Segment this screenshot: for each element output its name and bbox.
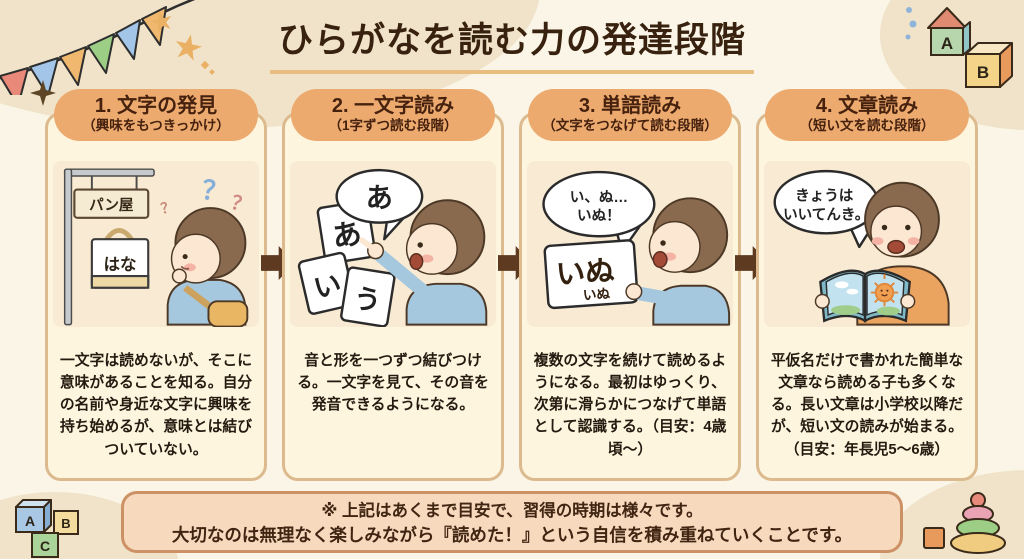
stage-2-illustration: あ い う — [290, 161, 496, 327]
bakery-sign — [73, 188, 150, 219]
card-letter: う — [352, 282, 384, 317]
speech-bubble-text: いいてんき。 — [783, 207, 869, 224]
stage-2-heading: 2. 一文字読み — [331, 95, 455, 117]
stage-card-3: 3. 単語読み （文字をつなげて読む段階） い、ぬ… いぬ！ いぬ いぬ — [519, 89, 741, 481]
footer-line-1: ※ 上記はあくまで目安で、習得の時期は様々です。 — [321, 502, 703, 520]
stage-card-4: 4. 文章読み （短い文を読む段階） きょうは いいてんき。 — [756, 89, 978, 481]
word-card — [543, 239, 639, 310]
stage-2-description: 音と形を一つずつ結びつける。一文字を見て、その音を発音できるようになる。 — [297, 352, 489, 414]
speech-bubble-text: い、ぬ… — [570, 189, 628, 206]
star-icon — [151, 11, 215, 75]
stage-3-description: 複数の文字を続けて読めるようになる。最初はゆっくり、次第に滑らかにつなげて単語と… — [533, 352, 727, 458]
question-mark-icon: ？ — [228, 192, 253, 219]
word-card-sub-text: いぬ — [582, 286, 611, 303]
stage-4-subheading: （短い文を読む段階） — [799, 118, 935, 133]
speech-bubble-text: あ — [366, 182, 393, 213]
question-mark-icon: ？ — [200, 175, 230, 208]
block-letter: B — [977, 63, 989, 82]
card-letter: あ — [330, 218, 364, 254]
card-letter: い — [311, 268, 344, 304]
hiragana-card — [340, 266, 396, 327]
page-title: ひらがなを読む力の発達段階 — [269, 12, 754, 74]
question-mark-icon: ？ — [159, 198, 177, 218]
stage-2-subheading: （1字ずつ読む段階） — [328, 118, 458, 133]
footer-note: ※ 上記はあくまで目安で、習得の時期は様々です。 大切なのは無理なく楽しみながら… — [121, 491, 903, 553]
satchel — [207, 300, 249, 327]
stage-4-description: 平仮名だけで書かれた簡単な文章なら読める子も多くなる。長い文章は小学校以降だが、… — [770, 352, 964, 458]
word-card-main-text: いぬ — [555, 255, 615, 291]
speech-bubble-text: きょうは — [795, 187, 854, 204]
speech-bubble — [335, 168, 424, 224]
stage-1-illustration: パン屋 はな ？ ？ ？ — [53, 161, 259, 327]
stage-4-header: 4. 文章読み （短い文を読む段階） — [765, 89, 969, 142]
stage-4-heading: 4. 文章読み — [815, 95, 919, 117]
toy-blocks-top-right-icon: A B — [905, 7, 1013, 88]
block-letter: A — [25, 513, 35, 529]
stage-1-description: 一文字は読めないが、そこに意味があることを知る。自分の名前や身近な文字に興味を持… — [59, 352, 253, 458]
block-letter: A — [941, 34, 953, 53]
block-letter: C — [40, 538, 50, 554]
stage-3-header: 3. 単語読み （文字をつなげて読む段階） — [528, 89, 732, 142]
stage-1-heading: 1. 文字の発見 — [94, 95, 218, 117]
bag-text: はな — [104, 255, 137, 274]
speech-bubble-text: いぬ！ — [577, 208, 621, 225]
sparkle-icon — [30, 80, 56, 106]
stage-3-subheading: （文字をつなげて読む段階） — [542, 118, 718, 133]
stage-4-illustration: きょうは いいてんき。 — [764, 161, 970, 327]
speech-bubble — [542, 170, 656, 238]
toy-blocks-bottom-left-icon: A B C — [15, 499, 79, 558]
child-face — [870, 205, 923, 258]
bunting-flags-icon — [0, 0, 196, 95]
stage-1-header: 1. 文字の発見 （興味をもつきっかけ） — [54, 89, 258, 142]
stage-3-heading: 3. 単語読み — [578, 95, 682, 117]
sun-icon — [870, 274, 899, 307]
block-letter: B — [61, 516, 70, 531]
footer-line-2: 大切なのは無理なく楽しみながら『読めた！』という自信を積み重ねていくことです。 — [171, 525, 853, 546]
stage-card-2: 2. 一文字読み （1字ずつ読む段階） あ い う — [282, 89, 504, 481]
stage-3-illustration: い、ぬ… いぬ！ いぬ いぬ — [527, 161, 733, 327]
stacking-rings-icon — [923, 492, 1006, 554]
bakery-sign-text: パン屋 — [89, 197, 134, 214]
stage-2-header: 2. 一文字読み （1字ずつ読む段階） — [291, 89, 495, 142]
stage-1-subheading: （興味をもつきっかけ） — [82, 118, 230, 133]
stage-card-1: 1. 文字の発見 （興味をもつきっかけ） パン屋 はな ？ ？ ？ — [45, 89, 267, 481]
